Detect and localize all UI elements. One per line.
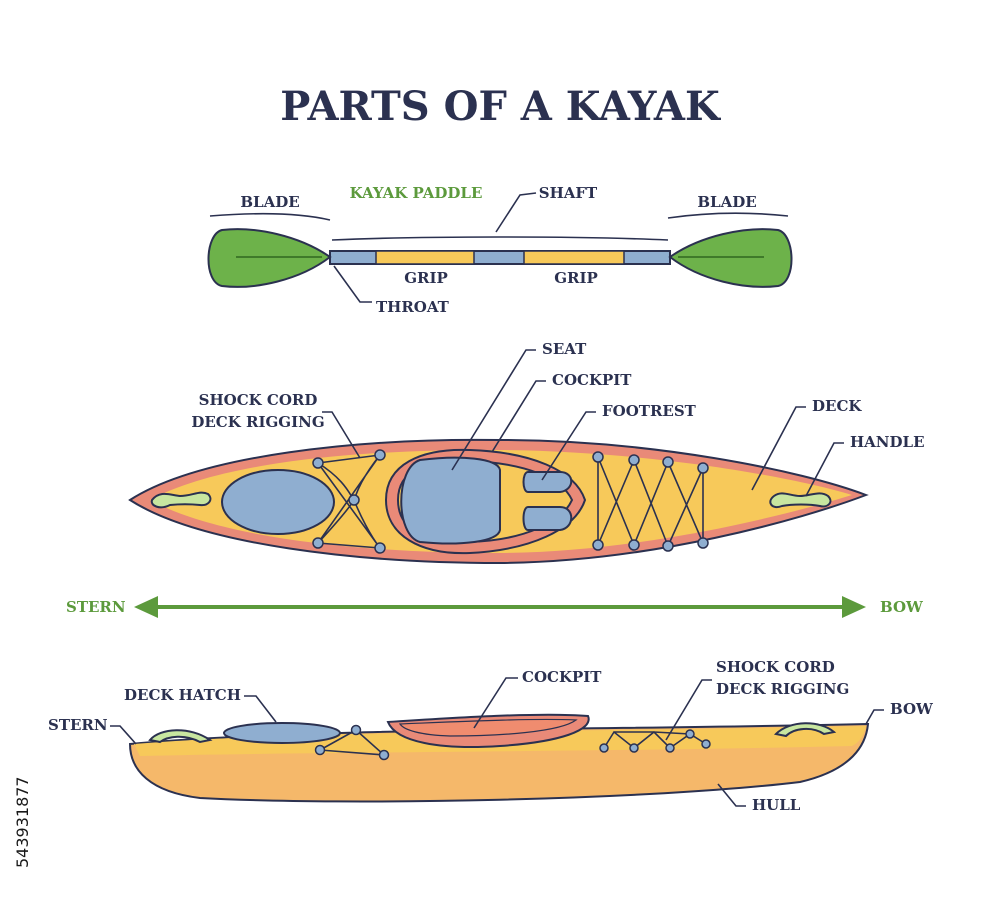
label-stern-direction: STERN	[66, 598, 126, 616]
bow-rigging-point	[592, 451, 604, 463]
label-shock-cord-top: SHOCK CORD	[199, 391, 318, 409]
bow-rigging-point	[697, 462, 709, 474]
leader-cockpit-top	[491, 380, 546, 453]
leader-blade-right	[667, 212, 789, 219]
arrow-head-stern	[134, 596, 158, 618]
stock-id-watermark: 543931877	[13, 776, 32, 868]
kayak-paddle: BLADE KAYAK PADDLE SHAFT BLADE GRIP GRIP…	[207, 184, 793, 316]
kayak-top-view: SHOCK CORD DECK RIGGING SEAT COCKPIT FOO…	[128, 340, 925, 565]
label-deck-rigging-top: DECK RIGGING	[191, 413, 324, 431]
bow-rigging-point	[697, 537, 709, 549]
label-shock-cord-side: SHOCK CORD	[716, 658, 835, 676]
leader-shaft	[495, 192, 537, 233]
label-footrest: FOOTREST	[602, 402, 697, 420]
side-rigging-point	[599, 743, 609, 753]
bow-rigging-point	[662, 456, 674, 468]
leader-throat	[333, 265, 372, 303]
stern-rigging-point	[374, 449, 386, 461]
side-bow-handle	[773, 722, 837, 738]
page-title: PARTS OF A KAYAK	[280, 83, 721, 130]
direction-arrow: STERN BOW	[66, 596, 924, 618]
side-rigging-point	[350, 724, 362, 736]
bow-shock-cord	[597, 456, 704, 547]
label-grip-left: GRIP	[404, 269, 448, 287]
label-blade-left: BLADE	[240, 193, 299, 211]
footrest-right	[522, 506, 573, 531]
leader-shock-cord-side	[665, 679, 712, 741]
side-rigging-point	[685, 729, 695, 739]
seat	[400, 456, 501, 545]
label-throat: THROAT	[376, 298, 450, 316]
label-deck-hatch: DECK HATCH	[124, 686, 241, 704]
label-seat: SEAT	[542, 340, 587, 358]
leader-handle	[805, 442, 844, 497]
leader-stern-side	[110, 725, 137, 745]
side-rigging-point	[665, 743, 675, 753]
footrest-left	[522, 471, 573, 493]
label-bow-direction: BOW	[880, 598, 924, 616]
stern-rigging-point	[374, 542, 386, 554]
leader-footrest	[541, 411, 596, 481]
leader-bow-side	[865, 709, 884, 725]
leader-hull	[717, 783, 746, 807]
bow-rigging-point	[628, 454, 640, 466]
label-blade-right: BLADE	[697, 193, 756, 211]
leader-blade-left	[209, 212, 331, 221]
stern-rigging-point	[348, 494, 360, 506]
paddle-grip-right	[523, 250, 625, 265]
stern-hatch	[221, 469, 335, 535]
stern-rigging-point	[312, 457, 324, 469]
label-deck: DECK	[812, 397, 862, 415]
label-deck-rigging-side: DECK RIGGING	[716, 680, 849, 698]
label-stern-side: STERN	[48, 716, 108, 734]
kayak-side-view: COCKPIT DECK HATCH STERN SHOCK CORD DECK…	[48, 658, 934, 814]
bow-rigging-point	[662, 540, 674, 552]
label-bow-side: BOW	[890, 700, 934, 718]
bracket-shaft	[331, 236, 669, 241]
label-cockpit-top: COCKPIT	[552, 371, 632, 389]
label-cockpit-side: COCKPIT	[522, 668, 602, 686]
side-rigging-point	[314, 744, 326, 756]
leader-deck-hatch	[244, 695, 277, 723]
side-rigging-point	[378, 749, 390, 761]
side-rigging-point	[701, 739, 711, 749]
side-rigging-point	[629, 743, 639, 753]
label-handle: HANDLE	[850, 433, 925, 451]
label-grip-right: GRIP	[554, 269, 598, 287]
label-hull: HULL	[752, 796, 801, 814]
label-kayak-paddle: KAYAK PADDLE	[350, 184, 483, 202]
bow-rigging-point	[592, 539, 604, 551]
label-shaft: SHAFT	[539, 184, 598, 202]
arrow-head-bow	[842, 596, 866, 618]
leader-deck	[751, 406, 806, 491]
leader-seat	[451, 349, 536, 471]
side-deck-hatch	[223, 722, 341, 744]
stern-handle	[150, 491, 212, 509]
side-cockpit-coaming	[398, 718, 578, 737]
bow-rigging-point	[628, 539, 640, 551]
leader-cockpit-side	[473, 677, 518, 729]
paddle-grip-left	[375, 250, 475, 265]
side-stern-handle	[148, 729, 213, 744]
leader-shock-cord-top	[322, 411, 361, 459]
stern-rigging-point	[312, 537, 324, 549]
bow-handle	[769, 492, 832, 508]
